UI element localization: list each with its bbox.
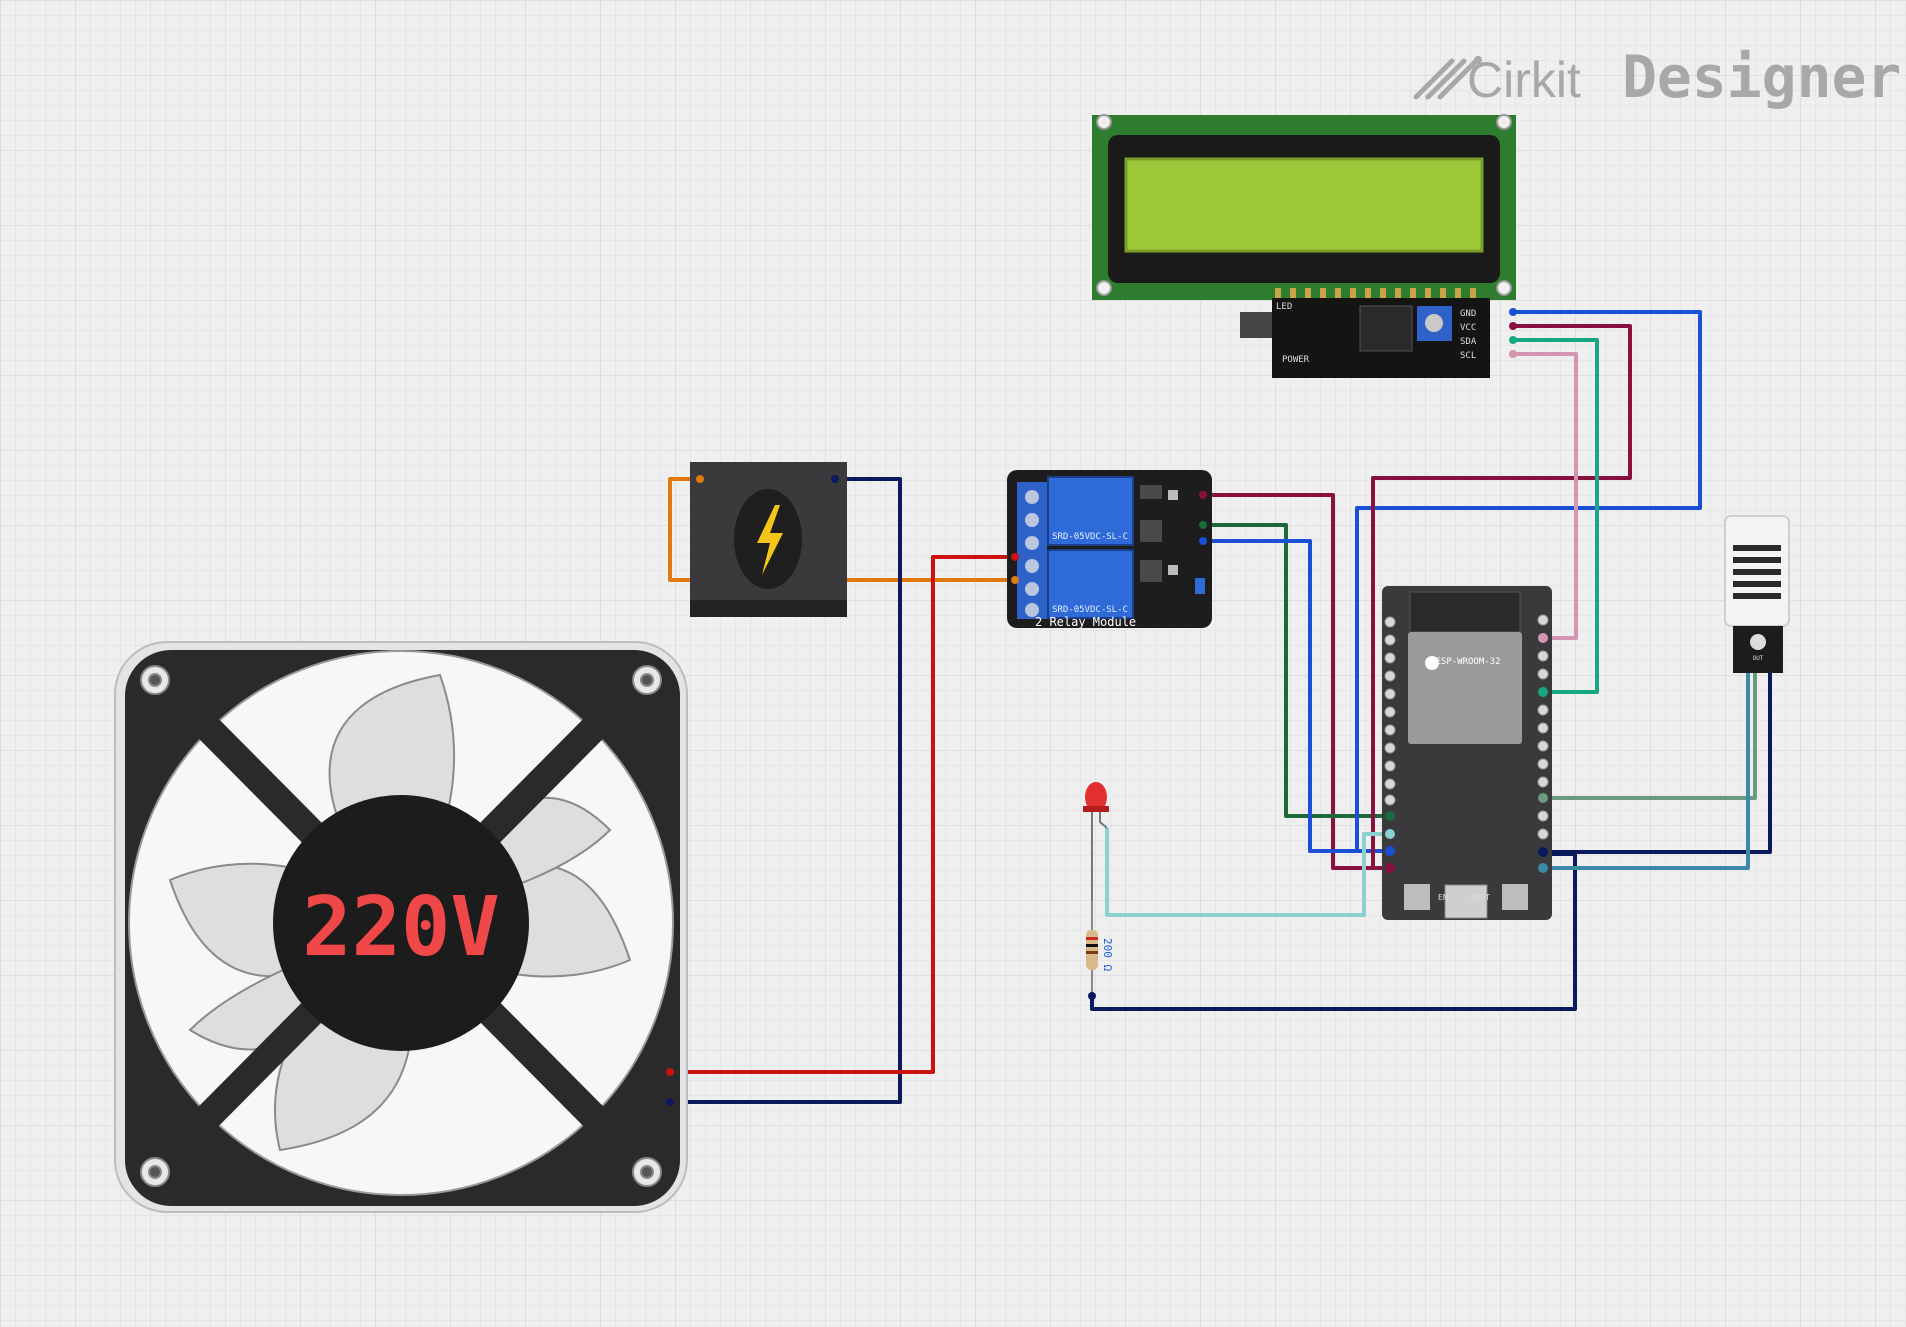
- resistor-value-label: 200 Ω: [1101, 938, 1114, 971]
- esp32-pin-d4[interactable]: [1538, 793, 1548, 803]
- lcd-pin-sda[interactable]: [1509, 336, 1517, 344]
- lcd-led-label: LED: [1276, 302, 1292, 312]
- esp32-antenna: [1409, 591, 1521, 633]
- fan-pin-minus[interactable]: [666, 1098, 674, 1106]
- relay-pin-gnd[interactable]: [1199, 537, 1207, 545]
- lcd-pin-labels: GND VCC SDA SCL: [1460, 309, 1477, 361]
- relay-pin-no[interactable]: [1011, 576, 1019, 584]
- wire-adapter-navy[interactable]: [670, 477, 902, 1104]
- esp32-usb-port: [1444, 884, 1488, 919]
- fan-pin-plus[interactable]: [666, 1068, 674, 1076]
- relay-1-text: SRD-05VDC-SL-C: [1052, 532, 1128, 542]
- brand-name-cirkit: Cirkit: [1467, 52, 1581, 108]
- esp32-en-button[interactable]: [1404, 884, 1430, 910]
- esp32-shield: [1408, 632, 1522, 744]
- esp32-pin-d21[interactable]: [1538, 687, 1548, 697]
- resistor-band-2: [1086, 944, 1098, 947]
- lcd-display[interactable]: LED POWER GND VCC SDA SCL: [1092, 114, 1517, 378]
- lcd-pin-label-sda: SDA: [1460, 337, 1477, 347]
- resistor-band-1: [1086, 937, 1098, 940]
- esp32-pin-gnd-right[interactable]: [1538, 847, 1548, 857]
- esp32-pin-d12[interactable]: [1385, 811, 1395, 821]
- wire-lcd-vcc[interactable]: [1371, 324, 1632, 870]
- wifi-logo-icon: [1425, 656, 1439, 670]
- wire-sensor-gnd[interactable]: [1543, 664, 1750, 870]
- relay-components: [1140, 485, 1205, 594]
- lcd-pin-scl[interactable]: [1509, 350, 1517, 358]
- lcd-mount-holes: [1096, 114, 1512, 296]
- relay-1: SRD-05VDC-SL-C: [1047, 476, 1134, 546]
- adapter-pin-minus[interactable]: [831, 475, 839, 483]
- lcd-header-pins: [1275, 288, 1476, 300]
- dht-sensor[interactable]: OUT: [1724, 515, 1790, 673]
- fan-220v[interactable]: 220V: [114, 641, 688, 1213]
- lcd-power-label: POWER: [1282, 355, 1310, 365]
- fan-hub: [273, 795, 529, 1051]
- lcd-pin-gnd[interactable]: [1509, 308, 1517, 316]
- resistor-body: [1086, 930, 1098, 970]
- esp32-pin-d13[interactable]: [1385, 829, 1395, 839]
- adapter-base: [690, 600, 847, 617]
- wire-led-anode[interactable]: [1105, 828, 1390, 917]
- lcd-pin-label-vcc: VCC: [1460, 323, 1476, 333]
- relay-pin-header: [1199, 491, 1207, 545]
- esp32-left-pins: [1384, 616, 1396, 806]
- cirkit-logo-icon: [1413, 56, 1482, 100]
- fan-voltage-label: 220V: [302, 880, 499, 975]
- red-led[interactable]: [1083, 782, 1109, 900]
- dht-pin-label: OUT: [1753, 655, 1764, 662]
- i2c-chip: [1359, 305, 1413, 352]
- wire-sensor-vcc[interactable]: [1543, 664, 1772, 854]
- resistor-band-3: [1086, 951, 1098, 954]
- wire-relay-vcc[interactable]: [1203, 493, 1390, 870]
- fan-screw-holes: [140, 665, 662, 1187]
- resistor[interactable]: 200 Ω: [1086, 900, 1114, 1000]
- esp32-board[interactable]: ESP-WROOM-32 EN BOOT: [1382, 586, 1552, 920]
- wire-sensor-out[interactable]: [1543, 664, 1757, 800]
- lcd-screen: [1124, 157, 1484, 253]
- relay-terminal-block: [1017, 482, 1047, 619]
- adapter-pin-plus[interactable]: [696, 475, 704, 483]
- lcd-pin-label-gnd: GND: [1460, 309, 1476, 319]
- esp32-pin-vin[interactable]: [1385, 863, 1395, 873]
- resistor-pin-bottom[interactable]: [1088, 992, 1096, 1000]
- esp32-pin-3v3[interactable]: [1538, 863, 1548, 873]
- esp32-right-pins: [1537, 614, 1549, 840]
- i2c-jumper: [1240, 312, 1272, 338]
- esp32-pin-gnd-left[interactable]: [1385, 846, 1395, 856]
- esp32-module-label: ESP-WROOM-32: [1435, 657, 1500, 667]
- relay-pin-vcc[interactable]: [1199, 491, 1207, 499]
- wire-lcd-sda[interactable]: [1513, 338, 1599, 694]
- led-rim: [1083, 806, 1109, 812]
- led-anode-leg: [1099, 812, 1108, 829]
- esp32-pin-d22[interactable]: [1538, 633, 1548, 643]
- brand-name-designer: Designer: [1622, 43, 1901, 111]
- esp32-en-label: EN: [1438, 893, 1448, 902]
- lcd-pin-label-scl: SCL: [1460, 351, 1476, 361]
- relay-board-label: 2 Relay Module: [1035, 615, 1136, 629]
- lcd-pin-vcc[interactable]: [1509, 322, 1517, 330]
- wire-relay-gnd[interactable]: [1203, 539, 1390, 853]
- relay-pin-in1[interactable]: [1199, 521, 1207, 529]
- esp32-boot-button[interactable]: [1502, 884, 1528, 910]
- potentiometer-knob-icon: [1425, 314, 1443, 332]
- led-body: [1085, 782, 1107, 812]
- relay-pin-com[interactable]: [1011, 553, 1019, 561]
- relay-2: SRD-05VDC-SL-C: [1047, 549, 1134, 619]
- wires: [668, 310, 1772, 1104]
- relay-module[interactable]: SRD-05VDC-SL-C SRD-05VDC-SL-C 2 Relay Mo…: [1007, 470, 1212, 629]
- lightning-bolt-icon: [757, 505, 783, 575]
- esp32-boot-label: BOOT: [1471, 893, 1490, 902]
- wire-lcd-scl[interactable]: [1513, 352, 1578, 640]
- wire-fan-red[interactable]: [670, 555, 1015, 1074]
- dht-vent-grid: [1733, 545, 1781, 599]
- dht-mount-hole: [1750, 634, 1766, 650]
- cirkit-designer-logo: Cirkit Designer: [1413, 43, 1901, 111]
- relay-2-text: SRD-05VDC-SL-C: [1052, 605, 1128, 615]
- wire-relay-in1[interactable]: [1203, 523, 1390, 818]
- power-adapter[interactable]: [690, 462, 847, 617]
